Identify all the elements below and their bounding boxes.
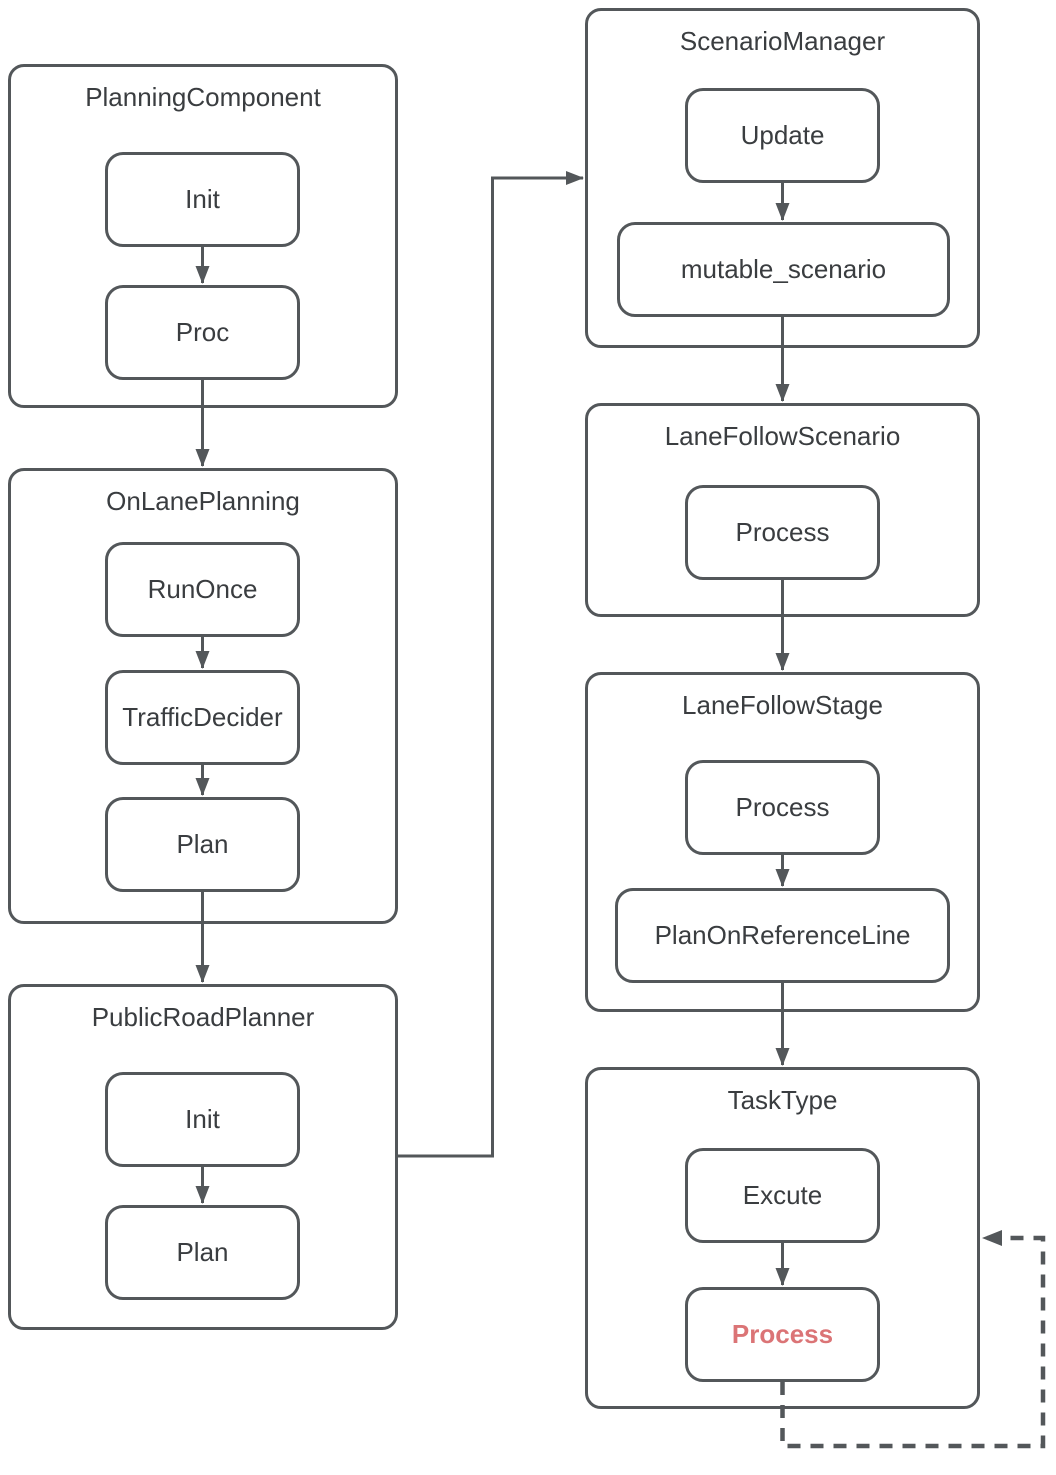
node-planningcomponent-init: Init bbox=[105, 152, 300, 247]
node-label: Plan bbox=[176, 829, 229, 859]
group-scenario-manager: ScenarioManager Update mutable_scenario bbox=[585, 8, 980, 348]
node-publicroadplanner-init: Init bbox=[105, 1072, 300, 1167]
node-scenariomanager-update: Update bbox=[685, 88, 880, 183]
group-title-planning-component: PlanningComponent bbox=[85, 82, 321, 112]
node-scenariomanager-mutable-scenario: mutable_scenario bbox=[617, 222, 950, 317]
edge-publicroadplanner-to-scenariomanager bbox=[398, 171, 584, 1158]
node-label: Process bbox=[735, 517, 830, 547]
group-lane-follow-stage: LaneFollowStage Process PlanOnReferenceL… bbox=[585, 672, 980, 1012]
node-lanefollowstage-process: Process bbox=[685, 760, 880, 855]
node-label: TrafficDecider bbox=[122, 702, 283, 732]
group-public-road-planner: PublicRoadPlanner Init Plan bbox=[8, 984, 398, 1330]
node-label: RunOnce bbox=[147, 574, 258, 604]
node-label: mutable_scenario bbox=[680, 254, 887, 284]
node-label: Proc bbox=[175, 317, 230, 347]
node-label: PlanOnReferenceLine bbox=[654, 920, 911, 950]
node-label: Init bbox=[185, 1104, 220, 1134]
node-label-highlighted: Process bbox=[731, 1319, 834, 1349]
node-planningcomponent-proc: Proc bbox=[105, 285, 300, 380]
node-label: Plan bbox=[176, 1237, 229, 1267]
node-publicroadplanner-plan: Plan bbox=[105, 1205, 300, 1300]
node-lanefollowscenario-process: Process bbox=[685, 485, 880, 580]
group-title-on-lane-planning: OnLanePlanning bbox=[106, 486, 300, 516]
group-lane-follow-scenario: LaneFollowScenario Process bbox=[585, 403, 980, 617]
node-onlaneplanning-plan: Plan bbox=[105, 797, 300, 892]
group-on-lane-planning: OnLanePlanning RunOnce TrafficDecider Pl… bbox=[8, 468, 398, 924]
node-label: Process bbox=[735, 792, 830, 822]
node-tasktype-excute: Excute bbox=[685, 1148, 880, 1243]
node-label: Init bbox=[185, 184, 220, 214]
group-title-lane-follow-stage: LaneFollowStage bbox=[682, 690, 883, 720]
group-planning-component: PlanningComponent Init Proc bbox=[8, 64, 398, 408]
node-label: Excute bbox=[742, 1180, 823, 1210]
node-tasktype-process: Process bbox=[685, 1287, 880, 1382]
node-onlaneplanning-trafficdecider: TrafficDecider bbox=[105, 670, 300, 765]
node-lanefollowstage-planonreferenceline: PlanOnReferenceLine bbox=[615, 888, 950, 983]
group-title-public-road-planner: PublicRoadPlanner bbox=[91, 1002, 315, 1032]
node-label: Update bbox=[740, 120, 825, 150]
group-title-scenario-manager: ScenarioManager bbox=[679, 26, 886, 56]
node-onlaneplanning-runonce: RunOnce bbox=[105, 542, 300, 637]
group-title-lane-follow-scenario: LaneFollowScenario bbox=[664, 421, 901, 451]
group-task-type: TaskType Excute Process bbox=[585, 1067, 980, 1409]
group-title-task-type: TaskType bbox=[727, 1085, 838, 1115]
